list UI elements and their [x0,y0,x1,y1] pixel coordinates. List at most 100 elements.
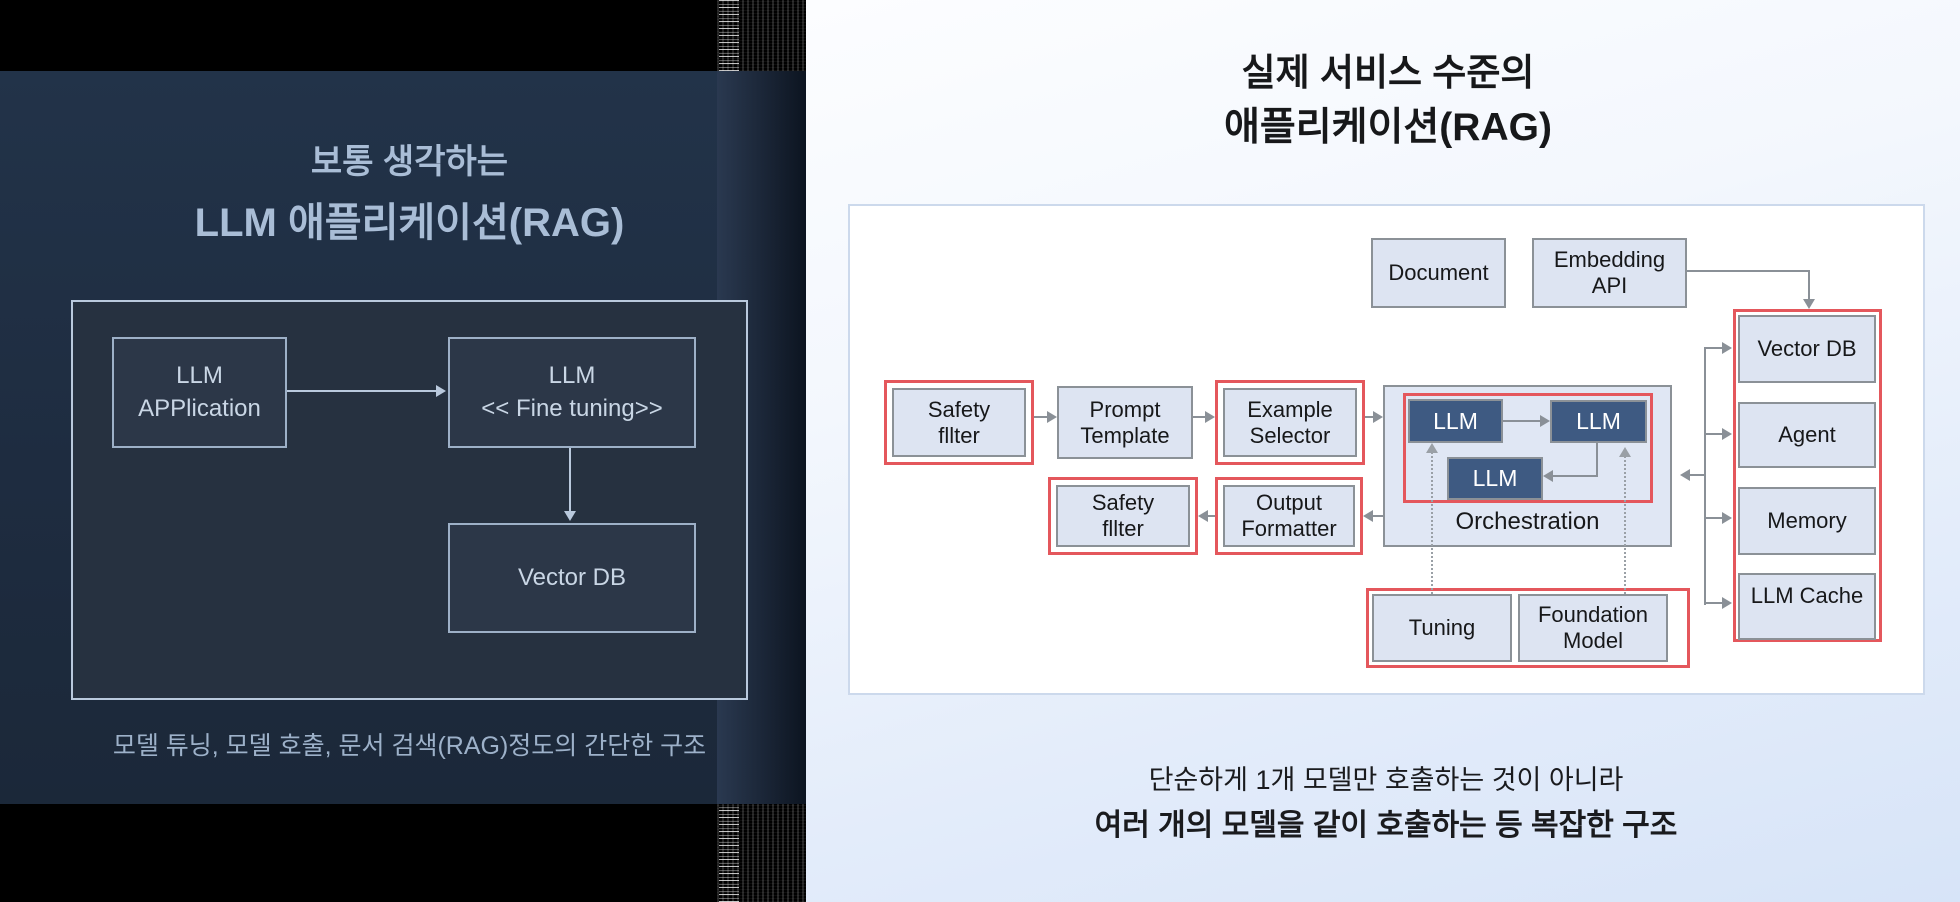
node-label: LLM [1472,465,1518,491]
arrow-orchestration-to-output [1373,515,1383,517]
node-label: API [1591,273,1628,298]
node-label: Tuning [1408,615,1476,641]
arrow-embedding-to-vectordb [1808,270,1810,300]
arrowhead-right-icon [436,385,446,397]
arrowhead-left-icon [1680,469,1690,481]
arrow-llm2-to-llm3 [1596,443,1598,477]
node-label: Formatter [1241,516,1337,541]
left-diagram-container: LLM APPlication LLM << Fine tuning>> Vec… [71,300,748,700]
right-title-line2: 애플리케이션(RAG) [1224,106,1552,149]
arrowhead-right-icon [1722,428,1732,440]
node-label: Agent [1778,422,1836,448]
node-label: Template [1080,422,1170,448]
arrowhead-left-icon [1363,510,1373,522]
node-label: LLM [1433,407,1478,434]
node-llm-3: LLM [1447,457,1543,500]
node-vector-db-left: Vector DB [448,523,696,633]
arrow-example-to-orchestration [1365,416,1374,418]
node-label: << Fine tuning>> [481,394,663,422]
highlight-safety-filter-bottom: Safety fllter [1048,477,1198,555]
arrow-hub-to-llmcache [1704,602,1723,604]
highlight-example-selector: Example Selector [1215,380,1365,465]
node-label: LLM [548,362,596,390]
arrowhead-right-icon [1540,415,1550,427]
grain-noise-top [717,0,806,71]
arrowhead-up-icon [1619,447,1631,457]
left-title-line1: 보통 생각하는 [310,143,509,181]
dotted-line-foundation-to-llm [1624,456,1626,594]
arrow-hub-to-vectordb [1704,347,1723,349]
highlight-tuning-foundation [1366,588,1690,668]
arrowhead-left-icon [1543,470,1553,482]
node-label: Safety [1091,490,1155,516]
arrow-embedding-to-vectordb [1687,270,1810,272]
node-label: fllter [938,422,980,448]
hub-connector-line [1704,347,1706,605]
node-embedding-api: Embedding API [1532,238,1687,308]
node-label: LLM [1576,408,1621,434]
node-label: Memory [1767,508,1847,534]
arrow-output-to-safety [1208,515,1215,517]
node-output-formatter: Output Formatter [1223,485,1355,547]
grain-noise-bottom [717,804,806,902]
arrowhead-right-icon [1722,342,1732,354]
arrowhead-right-icon [1722,597,1732,609]
node-llm-2: LLM [1550,400,1647,443]
node-label: Selector [1249,422,1331,448]
node-label: LLM [176,362,223,390]
arrow-safety-to-prompt [1034,416,1048,418]
highlight-llm-group [1403,393,1653,503]
arrowhead-up-icon [1426,443,1438,453]
arrowhead-down-icon [1803,299,1815,309]
node-label: Embedding [1553,247,1666,273]
node-label: Foundation [1537,602,1649,628]
node-label: Output [1255,490,1323,516]
left-title-line2: LLM 애플리케이션(RAG) [194,201,625,245]
arrow-finetuning-to-vectordb [569,448,571,511]
node-label: Safety [927,396,991,422]
film-grain-divider [717,0,806,902]
node-label: Vector DB [1757,336,1857,362]
right-title-line1: 실제 서비스 수준의 [1241,52,1535,93]
node-label: fllter [1102,516,1144,541]
highlight-safety-filter-top: Safety fllter [884,380,1034,465]
right-caption-line1: 단순하게 1개 모델만 호출하는 것이 아니라 [1148,765,1624,795]
arrow-app-to-finetuning [287,390,438,392]
left-caption: 모델 튜닝, 모델 호출, 문서 검색(RAG)정도의 간단한 구조 [112,732,707,760]
node-safety-filter-top: Safety fllter [892,388,1026,457]
arrow-hub-to-memory [1704,517,1723,519]
arrowhead-right-icon [1373,411,1383,423]
arrow-prompt-to-example [1193,416,1206,418]
node-vector-db-right: Vector DB [1738,315,1876,383]
right-caption-line2: 여러 개의 모델을 같이 호출하는 등 복잡한 구조 [1094,809,1678,842]
dotted-line-tuning-to-llm [1431,452,1433,594]
arrow-llm1-to-llm2 [1503,420,1541,422]
arrowhead-right-icon [1047,411,1057,423]
node-label: Model [1563,628,1623,653]
node-label: Vector DB [517,563,627,591]
arrowhead-left-icon [1198,510,1208,522]
arrow-llm2-to-llm3 [1553,475,1598,477]
grain-speckle [719,0,739,71]
node-example-selector: Example Selector [1223,388,1357,457]
arrowhead-right-icon [1205,411,1215,423]
node-llm-cache: LLM Cache [1738,573,1876,640]
node-safety-filter-bottom: Safety fllter [1056,485,1190,547]
node-label: Example [1247,396,1333,422]
node-foundation-model: Foundation Model [1518,594,1668,662]
node-document: Document [1371,238,1506,308]
node-memory: Memory [1738,487,1876,555]
node-agent: Agent [1738,402,1876,468]
node-llm-application: LLM APPlication [112,337,287,448]
arrowhead-down-icon [564,511,576,521]
arrow-hub-to-orchestration [1690,474,1706,476]
node-llm-fine-tuning: LLM << Fine tuning>> [448,337,696,448]
node-label: LLM Cache [1750,583,1864,608]
node-label: APPlication [138,394,261,422]
arrow-hub-to-agent [1704,433,1723,435]
highlight-right-column [1733,309,1882,642]
arrowhead-right-icon [1722,512,1732,524]
node-label: Prompt [1089,396,1161,422]
node-llm-1: LLM [1408,399,1503,443]
